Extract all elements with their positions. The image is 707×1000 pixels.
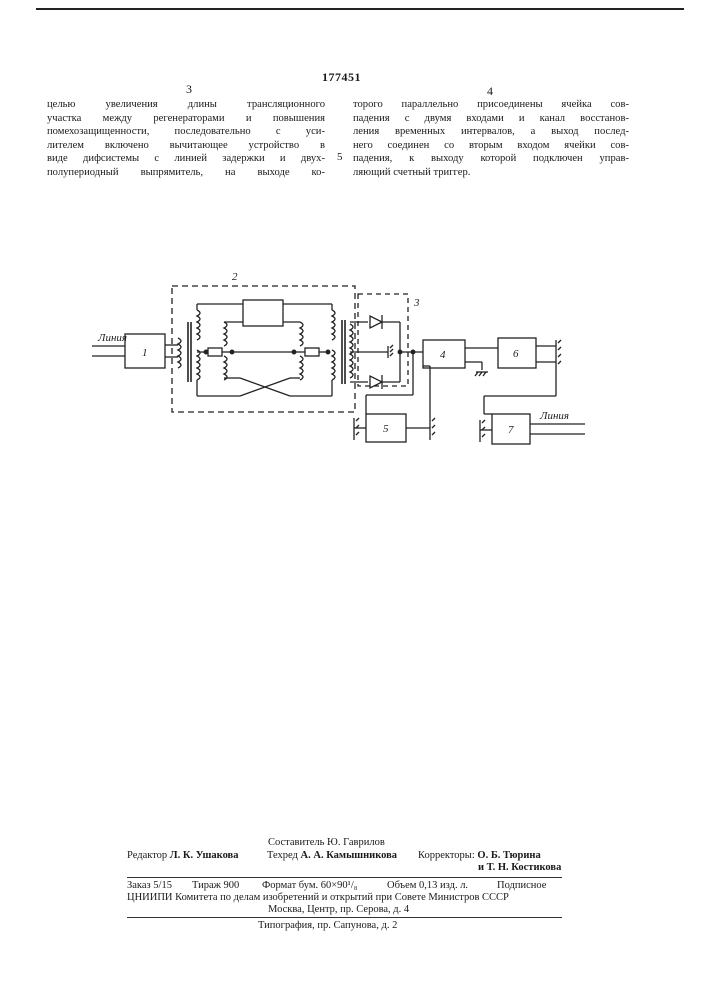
input-line-label: Линия: [97, 332, 127, 344]
right-line-1: торого параллельно присоединены ячейка с…: [353, 98, 629, 112]
footer-printing: Типография, пр. Сапунова, д. 2: [258, 920, 397, 931]
footer-publisher: ЦНИИПИ Комитета по делам изобретений и о…: [127, 892, 509, 903]
line-marker: 5: [337, 151, 343, 163]
right-line-5: падения, к выходу которой подключен упра…: [353, 152, 629, 166]
techred-name: А. А. Камышникова: [301, 850, 398, 861]
input-transformer-coil: [178, 338, 181, 368]
resistor-right: [305, 348, 319, 356]
footer-address: Москва, Центр, пр. Серова, д. 4: [268, 904, 409, 915]
footer-correctors: Корректоры: О. Б. Тюрина: [418, 850, 541, 861]
footer-format: Формат бум. 60×90¹/₈: [262, 880, 357, 891]
resistor-left: [208, 348, 222, 356]
block-7-label: 7: [508, 424, 514, 436]
right-column-number: 4: [487, 84, 493, 99]
footer-divider: [127, 877, 562, 878]
left-line-2: участка между регенераторами и повышения: [47, 112, 325, 126]
right-column-text: торого параллельно присоединены ячейка с…: [353, 98, 629, 180]
block-3-label: 3: [413, 297, 420, 309]
block-4-label: 4: [440, 349, 446, 361]
left-line-6: полупериодный выпрямитель, на выходе ко-: [47, 166, 325, 180]
footer-corrector-2: и Т. Н. Костикова: [478, 862, 561, 873]
footer-techred: Техред А. А. Камышникова: [267, 850, 397, 861]
footer-editor: Редактор Л. К. Ушакова: [127, 850, 238, 861]
block-2-boundary: [172, 286, 355, 412]
output-line-label: Линия: [539, 410, 569, 422]
left-column-number: 3: [186, 82, 192, 97]
footer-subscription: Подписное: [497, 880, 546, 891]
footer-divider-2: [127, 917, 562, 918]
top-rule: [36, 8, 684, 10]
right-line-6: ляющий счетный триггер.: [353, 166, 629, 180]
footer-compiler: Составитель Ю. Гаврилов: [268, 837, 385, 848]
techred-label: Техред: [267, 850, 298, 861]
left-column-text: целью увеличения длины трансляционного у…: [47, 98, 325, 180]
right-line-2: падения с двумя входами и канал восстано…: [353, 112, 629, 126]
right-line-3: ления временных интервалов, а выход посл…: [353, 125, 629, 139]
editor-label: Редактор: [127, 850, 167, 861]
delay-line-box: [243, 300, 283, 326]
circuit-diagram: Линия Линия 1 2 3 4 5 6 7: [0, 250, 707, 470]
right-line-4: него соединен со вторым входом ячейки со…: [353, 139, 629, 153]
left-line-4: лителем включено вычитающее устройство в: [47, 139, 325, 153]
left-line-5: виде дифсистемы с линией задержки и двух…: [47, 152, 325, 166]
footer-volume: Объем 0,13 изд. л.: [387, 880, 468, 891]
patent-number: 177451: [322, 70, 361, 85]
block-1-label: 1: [142, 347, 148, 359]
block-2-label: 2: [232, 271, 238, 283]
block-5-label: 5: [383, 423, 389, 435]
footer-circulation: Тираж 900: [192, 880, 239, 891]
block-6-label: 6: [513, 348, 519, 360]
corrector-1: О. Б. Тюрина: [477, 850, 540, 861]
footer-order: Заказ 5/15: [127, 880, 172, 891]
left-line-1: целью увеличения длины трансляционного: [47, 98, 325, 112]
left-line-3: помехозащищенности, последовательно с ус…: [47, 125, 325, 139]
editor-name: Л. К. Ушакова: [170, 850, 239, 861]
correctors-label: Корректоры:: [418, 850, 475, 861]
